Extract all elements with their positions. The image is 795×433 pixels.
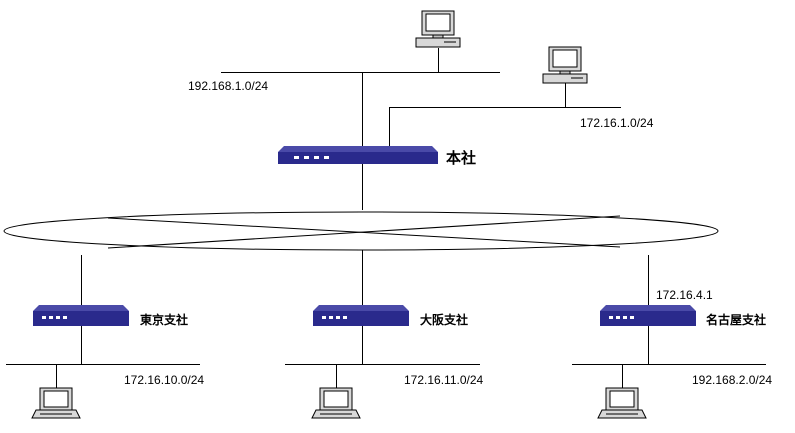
nagoya-label: 名古屋支社 bbox=[706, 312, 766, 327]
hq-desktop-pc bbox=[415, 10, 461, 48]
osaka-laptop-pc bbox=[311, 387, 361, 419]
nagoya-lan-label: 192.168.2.0/24 bbox=[692, 373, 772, 387]
osaka-lan-label: 172.16.11.0/24 bbox=[404, 373, 484, 387]
hq-lan-sub-label: 172.16.1.0/24 bbox=[580, 116, 654, 130]
nagoya-laptop-pc bbox=[597, 387, 647, 419]
hq-server-pc bbox=[542, 46, 588, 84]
tokyo-lan-label: 172.16.10.0/24 bbox=[124, 373, 204, 387]
wan-cross-2 bbox=[107, 215, 621, 249]
osaka-router bbox=[313, 305, 409, 326]
tokyo-laptop-pc bbox=[31, 387, 81, 419]
hq-router bbox=[278, 146, 438, 164]
hq-lan-main-label: 192.168.1.0/24 bbox=[188, 79, 268, 93]
nagoya-router-ip-label: 172.16.4.1 bbox=[656, 288, 713, 302]
wan-cloud bbox=[3, 211, 719, 251]
tokyo-router bbox=[33, 305, 129, 326]
osaka-label: 大阪支社 bbox=[420, 312, 468, 327]
hq-label: 本社 bbox=[446, 149, 476, 167]
nagoya-router bbox=[600, 305, 696, 326]
tokyo-label: 東京支社 bbox=[140, 312, 188, 327]
